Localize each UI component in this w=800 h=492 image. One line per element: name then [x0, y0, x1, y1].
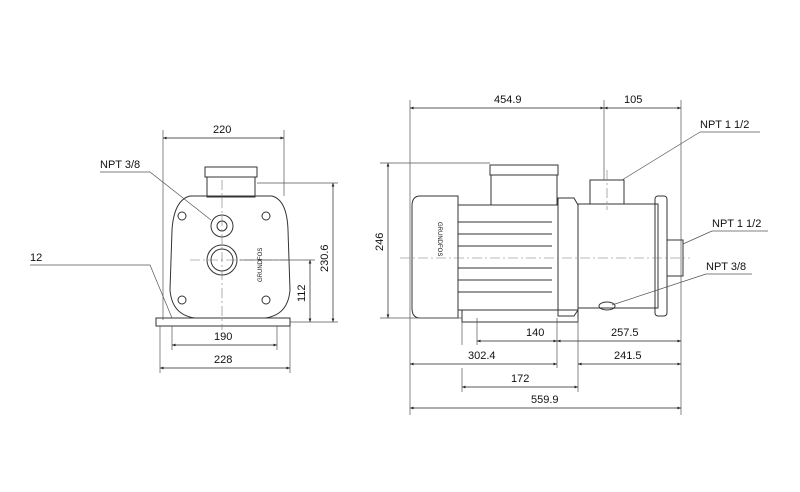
bolt-icons: [177, 211, 271, 305]
dim-172: 172: [511, 373, 529, 385]
terminal-box-lid-side: [489, 164, 559, 176]
dim-559-9: 559.9: [531, 394, 559, 406]
dim-257-5: 257.5: [611, 327, 639, 339]
side-view-logo: GRUNDFOS: [436, 222, 442, 256]
dim-12: 12: [30, 252, 42, 264]
dim-228: 228: [214, 354, 232, 366]
dim-454-9: 454.9: [494, 94, 522, 106]
base-foot: [155, 317, 291, 327]
label-npt-inlet: NPT 1 1/2: [712, 218, 761, 230]
dim-246: 246: [374, 233, 386, 251]
dim-241-5: 241.5: [614, 350, 642, 362]
end-view-logo: GRUNDFOS: [258, 248, 264, 282]
leader-npt-3-8: [100, 171, 212, 221]
motor-foot: [461, 309, 579, 323]
dim-140: 140: [526, 327, 544, 339]
drain-plug-icon: [598, 301, 616, 311]
leader-12: [30, 264, 173, 319]
pump-end-housing: [169, 195, 291, 319]
label-npt-3-8-end: NPT 3/8: [100, 159, 140, 171]
side-view: GRUNDFOS 454.9 105 246 NPT 1 1/2 NPT 1 1…: [374, 94, 768, 415]
terminal-box: [206, 176, 256, 198]
pump-end-cap: [654, 195, 668, 317]
motor-fins: [458, 221, 552, 293]
dim-105: 105: [624, 94, 642, 106]
pump-flange: [557, 197, 579, 317]
dim-230-6: 230.6: [319, 244, 331, 272]
leader-inlet: [682, 230, 713, 245]
label-npt-drain: NPT 3/8: [706, 261, 746, 273]
dim-112: 112: [296, 284, 308, 302]
motor-fan-cover: [411, 195, 459, 319]
terminal-box-lid: [204, 166, 258, 178]
end-view: GRUNDFOS 220 230.6 112 190 228 12 NPT 3/…: [30, 124, 338, 373]
label-npt-outlet: NPT 1 1/2: [700, 119, 749, 131]
leader-outlet: [621, 131, 701, 181]
dim-302-4: 302.4: [468, 350, 496, 362]
leader-drain: [611, 273, 707, 306]
terminal-box-side: [490, 174, 558, 206]
pump-housing: [577, 203, 659, 309]
dim-190: 190: [214, 331, 232, 343]
dim-220: 220: [213, 124, 231, 136]
motor-body: [457, 204, 559, 311]
